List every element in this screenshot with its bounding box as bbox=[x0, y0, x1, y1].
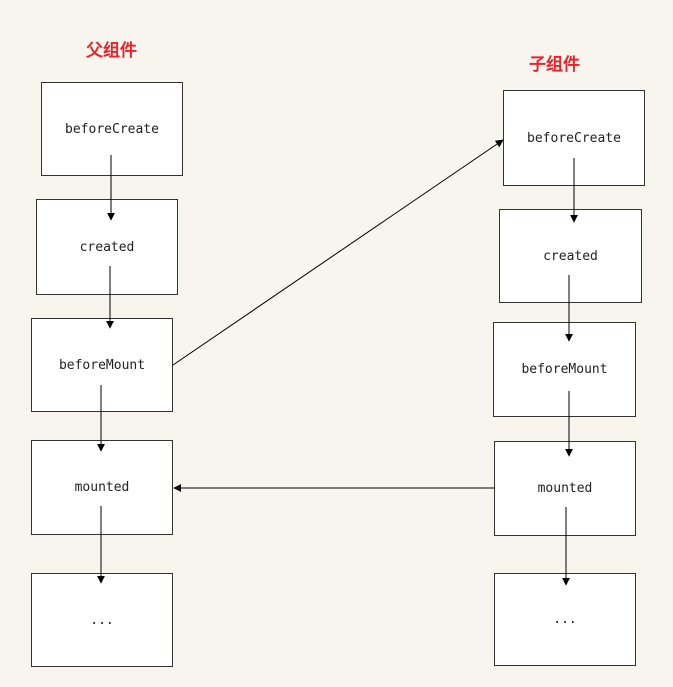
parent-box-mounted: mounted bbox=[31, 440, 173, 535]
child-title: 子组件 bbox=[529, 55, 580, 75]
parent-box-label: beforeCreate bbox=[65, 121, 159, 137]
child-box-beforemount: beforeMount bbox=[493, 322, 636, 417]
child-box-label: beforeMount bbox=[521, 362, 608, 377]
child-box-beforecreate: beforeCreate bbox=[503, 90, 645, 186]
child-box-ellipsis: ... bbox=[494, 573, 636, 666]
parent-box-label: ... bbox=[90, 612, 114, 628]
child-box-label: mounted bbox=[537, 481, 593, 496]
child-box-mounted: mounted bbox=[494, 441, 636, 536]
arrow-parent-beforemount-to-child-beforecreate bbox=[172, 139, 504, 366]
child-box-label: beforeCreate bbox=[527, 130, 621, 146]
child-box-label: ... bbox=[553, 612, 577, 627]
parent-box-beforecreate: beforeCreate bbox=[41, 82, 183, 176]
child-box-created: created bbox=[499, 209, 642, 303]
parent-box-label: created bbox=[79, 239, 135, 255]
parent-box-label: mounted bbox=[74, 480, 130, 495]
parent-box-created: created bbox=[36, 199, 178, 295]
parent-title: 父组件 bbox=[86, 41, 137, 61]
parent-box-ellipsis: ... bbox=[31, 573, 173, 667]
parent-box-beforemount: beforeMount bbox=[31, 318, 173, 412]
parent-box-label: beforeMount bbox=[58, 357, 146, 373]
child-box-label: created bbox=[543, 248, 598, 264]
